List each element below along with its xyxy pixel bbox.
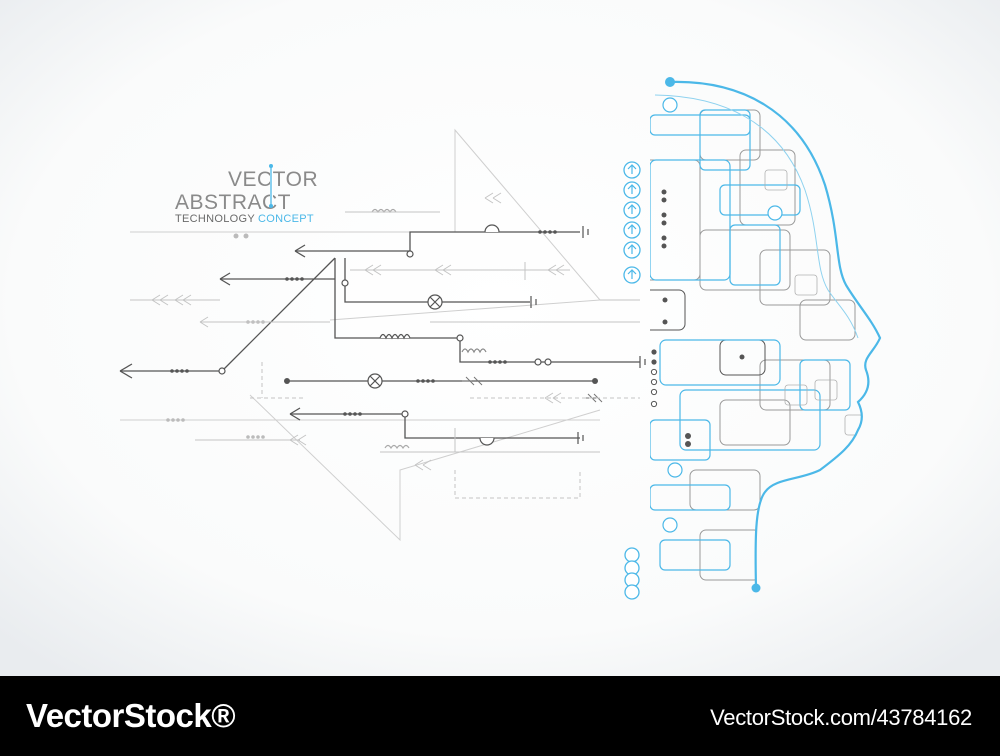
circuit-symbols (367, 208, 646, 450)
faint-arrow-outlines (120, 128, 601, 542)
title-line-abstract: ABSTRACT (175, 191, 291, 214)
face-circuit-blocks (650, 97, 864, 581)
title-line-technology: TECHNOLOGY (175, 213, 255, 225)
light-circuit-lines (130, 211, 640, 499)
arrow-up-circle-icon (662, 97, 783, 533)
face-profile-outline (654, 77, 882, 593)
vectorstock-logo: VectorStock® (26, 697, 236, 734)
circuit-nodes (166, 230, 598, 439)
circuit-face-artwork: VECTOR ABSTRACT TECHNOLOGY CONCEPT (0, 0, 1000, 676)
inductor-coil-icon (384, 444, 410, 450)
background (0, 0, 1000, 676)
lamp-symbol-icon (427, 294, 443, 310)
battery-symbol-icon (530, 296, 537, 308)
arrow-up-circle-column (623, 161, 641, 600)
chevron-arrow-icon (151, 192, 565, 471)
inductor-coil-icon (461, 348, 487, 354)
face-dot-column (650, 349, 658, 408)
title-line-vector: VECTOR (228, 168, 318, 191)
image-id-label: VectorStock.com/43784162 (710, 705, 972, 730)
footer-bar: VectorStock® VectorStock.com/43784162 (0, 676, 1000, 756)
inductor-coil-icon (379, 333, 411, 340)
arrow-up-circle-icon (623, 161, 641, 600)
title-block: VECTOR ABSTRACT TECHNOLOGY CONCEPT (175, 164, 318, 225)
battery-symbol-icon (577, 432, 584, 444)
lamp-symbol-icon (367, 373, 383, 389)
battery-symbol-icon (582, 226, 589, 238)
title-line-concept: CONCEPT (258, 213, 314, 225)
battery-symbol-icon (639, 356, 646, 368)
